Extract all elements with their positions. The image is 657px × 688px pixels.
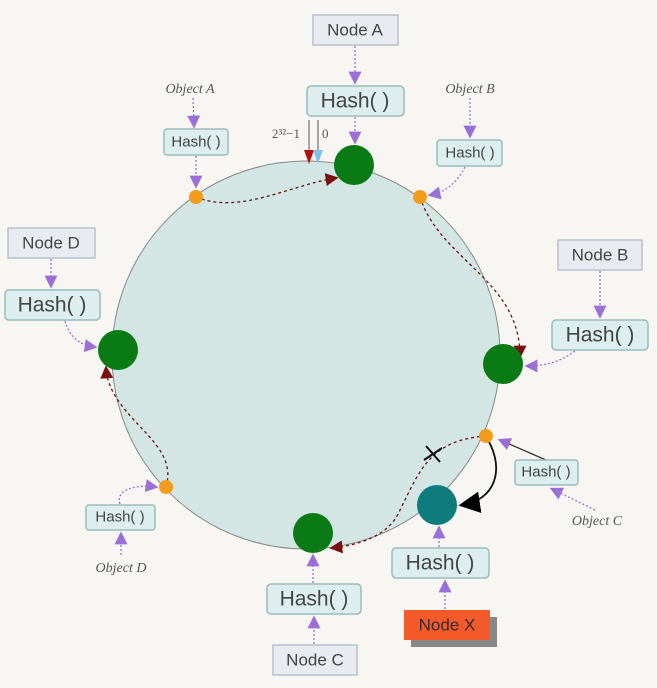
node-x-label: Node X: [419, 616, 476, 635]
node-d-hash: Hash( ): [18, 294, 87, 317]
ring-max-label: 2³²−1: [272, 126, 300, 141]
path-object-c: [329, 435, 487, 554]
path-object-d: [100, 365, 169, 488]
object-c-label: Object C: [572, 514, 623, 529]
object-a-label: Object A: [165, 82, 215, 97]
object-a-point[interactable]: [189, 190, 203, 204]
object-c-point[interactable]: [479, 429, 493, 443]
node-c-label: Node C: [286, 651, 344, 670]
remap-arrow: [458, 439, 498, 513]
node-x-hash: Hash( ): [406, 552, 475, 575]
node-a-label: Node A: [327, 21, 383, 40]
ring-max-marker-icon: [304, 150, 314, 164]
node-c-point[interactable]: [293, 513, 333, 553]
node-d-point[interactable]: [98, 330, 138, 370]
node-x-box: [404, 610, 490, 640]
ring-zero-label: 0: [322, 126, 329, 141]
cross-icon: [423, 445, 443, 463]
path-object-a: [195, 173, 339, 204]
object-a-hash: Hash( ): [171, 134, 220, 151]
node-x-point[interactable]: [417, 485, 457, 525]
node-d-label: Node D: [22, 234, 80, 253]
object-b-label: Object B: [445, 82, 495, 97]
node-c-hash: Hash( ): [280, 588, 349, 611]
object-d-label: Object D: [96, 561, 147, 576]
node-a-hash: Hash( ): [321, 90, 390, 113]
node-a-point[interactable]: [334, 145, 374, 185]
ring-zero-marker-icon: [313, 150, 323, 164]
node-b-point[interactable]: [483, 344, 523, 384]
node-b-label: Node B: [572, 246, 629, 265]
node-b-hash: Hash( ): [566, 324, 635, 347]
object-d-hash: Hash( ): [95, 509, 144, 526]
object-b-point[interactable]: [413, 190, 427, 204]
object-b-hash: Hash( ): [445, 145, 494, 162]
object-d-point[interactable]: [159, 480, 173, 494]
object-c-hash: Hash( ): [521, 464, 570, 481]
